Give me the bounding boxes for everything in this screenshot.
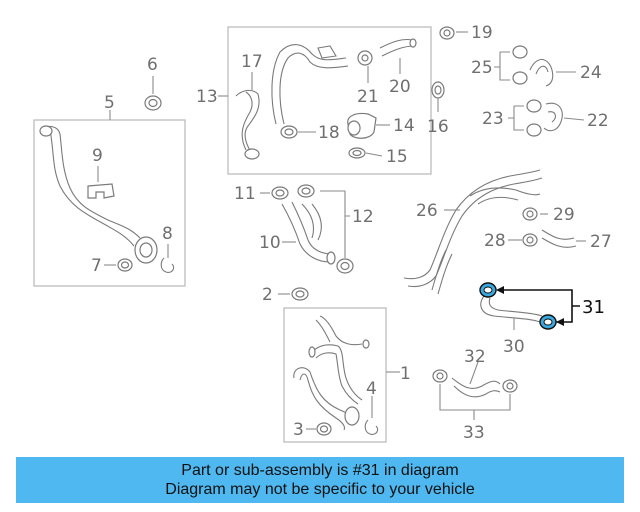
callout-33: 33: [463, 423, 485, 443]
leader-lines-part-31: [496, 286, 580, 326]
callout-27: 27: [590, 232, 612, 252]
callout-5: 5: [104, 93, 115, 113]
clamp-pair-part-25: [512, 45, 528, 85]
o-ring-part-3: [316, 422, 332, 436]
callout-18: 18: [318, 123, 340, 143]
callout-28: 28: [484, 231, 506, 251]
banner-line-part-reference: Part or sub-assembly is #31 in diagram: [181, 462, 459, 479]
highlighted-clamp-part-31-upper[interactable]: [479, 282, 497, 298]
callout-22: 22: [587, 111, 609, 131]
clamp-pair-part-23: [526, 99, 542, 137]
bracket-part-9: [87, 183, 115, 199]
group-box-13: [227, 26, 432, 175]
hose-part-32: [451, 377, 501, 398]
clamp-part-15: [348, 147, 366, 159]
clamp-part-2: [291, 287, 309, 301]
clip-part-8: [160, 257, 175, 273]
clamp-part-6: [144, 95, 162, 111]
callout-24: 24: [580, 63, 602, 83]
pipe-assembly-part-1: [308, 315, 370, 405]
hose-part-27: [541, 229, 577, 248]
callout-13: 13: [196, 87, 218, 107]
hose-part-10: [281, 201, 336, 265]
clamp-part-12: [297, 184, 354, 274]
banner-line-disclaimer: Diagram may not be specific to your vehi…: [165, 481, 475, 498]
clamp-part-11: [271, 186, 289, 200]
hose-part-1-lower: [293, 367, 360, 431]
o-ring-part-7: [117, 258, 133, 272]
callout-31: 31: [582, 297, 605, 318]
callout-23: 23: [482, 109, 504, 129]
fitting-part-14: [347, 112, 377, 139]
callout-16: 16: [427, 117, 449, 137]
clamp-part-19: [439, 26, 455, 40]
clamp-part-16: [431, 81, 445, 99]
callout-15: 15: [386, 147, 408, 167]
callout-6: 6: [147, 55, 158, 75]
callout-8: 8: [162, 224, 173, 244]
highlighted-clamp-part-31-lower[interactable]: [539, 314, 557, 330]
callout-2: 2: [262, 285, 273, 305]
callout-4: 4: [366, 379, 377, 399]
callout-3: 3: [293, 420, 304, 440]
clamp-part-28: [522, 233, 538, 247]
callout-12: 12: [352, 207, 374, 227]
callout-30: 30: [503, 337, 525, 357]
leader-lines: [97, 31, 586, 430]
callout-17: 17: [241, 52, 263, 72]
clamp-part-21: [357, 50, 373, 66]
info-banner: Part or sub-assembly is #31 in diagram D…: [16, 457, 624, 503]
hose-part-22: [543, 102, 563, 132]
callout-25: 25: [471, 58, 493, 78]
clip-part-4: [364, 419, 379, 435]
callout-9: 9: [92, 146, 103, 166]
hose-part-24: [529, 58, 554, 87]
group-box-1: [283, 307, 387, 443]
callout-11: 11: [234, 184, 256, 204]
clamp-part-33-right: [502, 379, 518, 393]
callout-29: 29: [553, 205, 575, 225]
callout-32: 32: [464, 347, 486, 367]
callout-14: 14: [393, 116, 415, 136]
callout-10: 10: [259, 233, 281, 253]
clamp-part-29: [522, 207, 538, 221]
hose-part-20: [379, 38, 417, 57]
callout-7: 7: [91, 256, 102, 276]
callout-1: 1: [400, 364, 411, 384]
pipe-part-13: [271, 44, 349, 125]
hose-part-17: [235, 89, 260, 160]
hose-part-30: [480, 295, 543, 323]
clamp-part-33-left: [432, 369, 448, 383]
callout-26: 26: [416, 201, 438, 221]
clamp-part-18: [280, 125, 298, 139]
coolant-pipe-part-5: [39, 125, 158, 264]
callout-21: 21: [357, 87, 379, 107]
callout-19: 19: [471, 23, 493, 43]
callout-20: 20: [389, 77, 411, 97]
pipe-part-26: [403, 169, 543, 295]
